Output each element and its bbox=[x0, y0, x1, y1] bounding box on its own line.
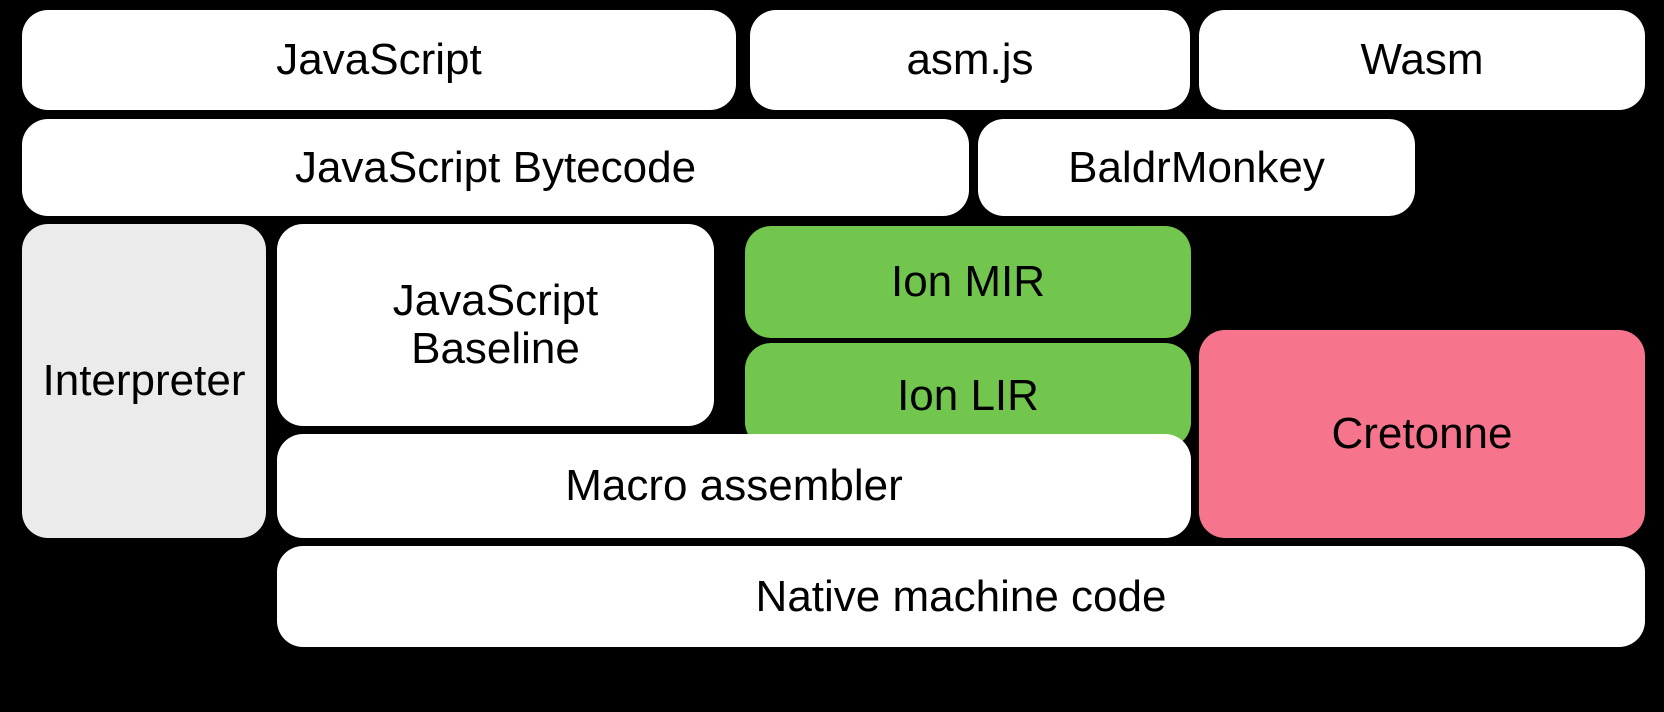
node-baldrmonkey: BaldrMonkey bbox=[978, 119, 1415, 216]
node-asmjs: asm.js bbox=[750, 10, 1190, 110]
node-javascript-baseline: JavaScript Baseline bbox=[277, 224, 714, 426]
node-javascript-bytecode: JavaScript Bytecode bbox=[22, 119, 969, 216]
node-cretonne: Cretonne bbox=[1199, 330, 1645, 538]
node-native-machine-code: Native machine code bbox=[277, 546, 1645, 647]
node-interpreter: Interpreter bbox=[22, 224, 266, 538]
node-wasm: Wasm bbox=[1199, 10, 1645, 110]
node-ion-lir: Ion LIR bbox=[745, 343, 1191, 448]
node-ion-mir: Ion MIR bbox=[745, 226, 1191, 338]
node-macro-assembler: Macro assembler bbox=[277, 434, 1191, 538]
node-javascript: JavaScript bbox=[22, 10, 736, 110]
